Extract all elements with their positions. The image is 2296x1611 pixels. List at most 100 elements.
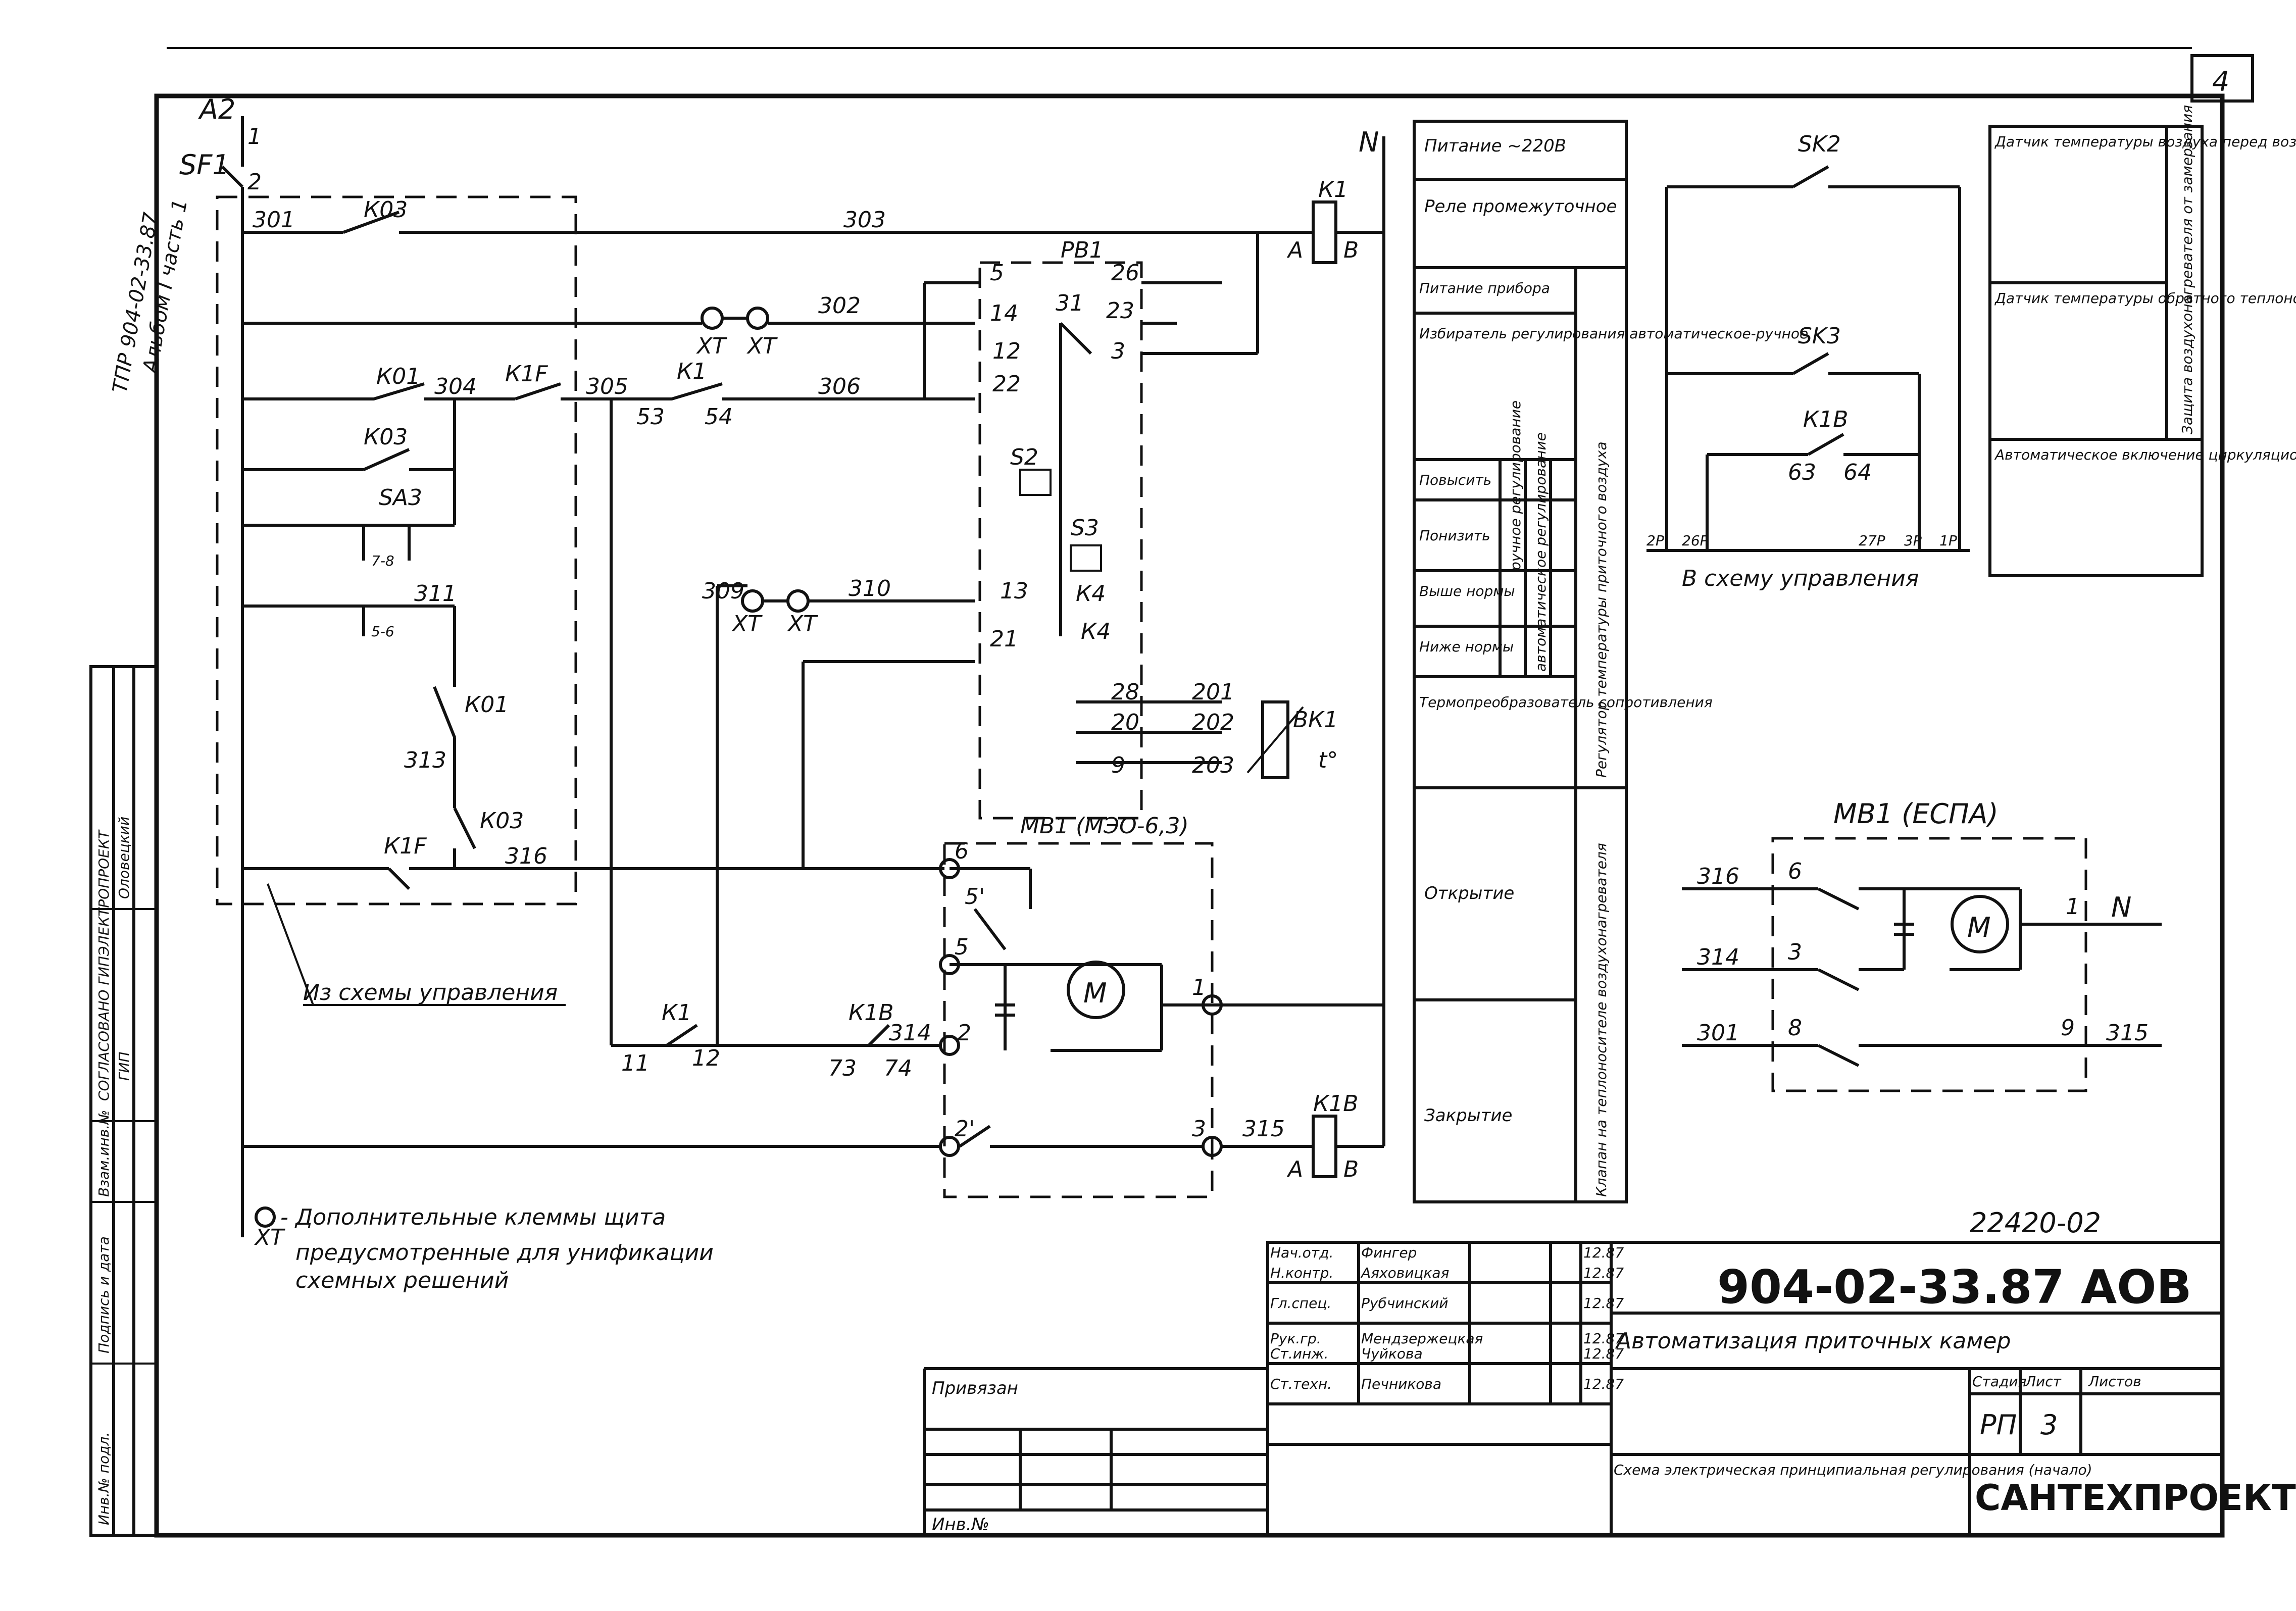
inv-no: Инв.№ — [932, 1515, 989, 1535]
espa-actuator: МВ1 (ЕСПА) 316 6 314 3 М 1 N 301 8 9 315 — [1682, 798, 2162, 1092]
row-raise: Повысить — [1419, 472, 1491, 488]
row-power: Питание ~220В — [1424, 136, 1566, 156]
label-sk3: SK3 — [1798, 323, 1841, 349]
espa-wire-314: 314 — [1697, 944, 1739, 970]
sheet-header: Лист — [2025, 1373, 2062, 1390]
staff-name-3: Мендзержецкая — [1361, 1330, 1483, 1347]
label-k1-b: К1 — [662, 1000, 691, 1026]
legend: ХТ - Дополнительные клеммы щита предусмо… — [254, 1204, 714, 1293]
espa-term-9: 9 — [2061, 1015, 2075, 1041]
label-k03-b: К03 — [364, 424, 408, 450]
label-sk2: SK2 — [1798, 131, 1841, 157]
staff-date-4: 12.87 — [1583, 1345, 1624, 1362]
term-26p: 26Р — [1682, 532, 1709, 549]
label-m: М — [1083, 977, 1107, 1009]
term-mb1-1: 1 — [1192, 975, 1206, 1000]
to-control-scheme: В схему управления — [1682, 566, 1919, 591]
term-64: 64 — [1843, 460, 1872, 485]
label-xt: ХТ — [731, 611, 763, 637]
staff-name-0: Фингер — [1361, 1244, 1417, 1261]
legend-line2: предусмотренные для унификации — [295, 1240, 714, 1266]
frost-protection-scheme: SK2 SK3 К1В 63 64 2Р 26Р 27Р 3Р 1Р В схе… — [1646, 105, 2296, 591]
coil-k1b — [1312, 1115, 1337, 1178]
espa-wire-316: 316 — [1697, 864, 1739, 889]
sub-manual: ручное регулирование — [1507, 400, 1524, 571]
xt-terminal — [701, 307, 724, 330]
doc-code: 904-02-33.87 — [1717, 1260, 2064, 1314]
label-k01-b: К01 — [465, 692, 509, 718]
wire-311: 311 — [414, 581, 457, 607]
term-63: 63 — [1788, 460, 1816, 485]
legend-line3: схемных решений — [295, 1268, 509, 1293]
staff-date-3: 12.87 — [1583, 1330, 1624, 1347]
term-mb1-6: 6 — [955, 838, 969, 864]
drawing-title: Схема электрическая принципиальная регул… — [1614, 1462, 2092, 1478]
term-20: 20 — [1111, 710, 1139, 735]
control-box — [216, 195, 577, 905]
wire-309: 309 — [702, 578, 744, 604]
wire-313: 313 — [404, 747, 446, 773]
descr-air-sensor: Датчик температуры воздуха перед воздухо… — [1994, 133, 2296, 150]
row-thermo: Термопреобразователь сопротивления — [1419, 694, 1713, 711]
coil-k1b-b: В — [1343, 1156, 1359, 1182]
staff-date-5: 12.87 — [1583, 1376, 1624, 1392]
wire-315: 315 — [1242, 1116, 1285, 1142]
coil-k1-b: В — [1343, 237, 1359, 263]
term-21: 21 — [990, 626, 1018, 652]
term-74: 74 — [884, 1055, 912, 1081]
coil-k1-a: А — [1286, 237, 1303, 263]
wire-310: 310 — [848, 576, 891, 601]
term-31: 31 — [1056, 290, 1084, 316]
row-below: Ниже нормы — [1419, 638, 1514, 655]
title-block: 22420-02 Привязан Инв.№ Нач.отд. Финге — [923, 1207, 2296, 1537]
term-54: 54 — [705, 404, 733, 430]
margin-col-sign: Подпись и дата — [95, 1236, 112, 1353]
row-open: Открытие — [1424, 883, 1514, 903]
staff-role-4: Ст.инж. — [1270, 1345, 1328, 1362]
xt-terminal — [786, 589, 810, 613]
term-mb1-5: 5 — [955, 934, 969, 960]
switch-s3 — [1070, 544, 1102, 572]
staff-date-0: 12.87 — [1583, 1244, 1624, 1261]
stage-value: РП — [1980, 1409, 2017, 1441]
wire-302: 302 — [818, 293, 861, 319]
term-mb1-2: 2 — [957, 1020, 971, 1046]
label-k1b-r: К1В — [1803, 407, 1848, 432]
privyazan: Привязан — [932, 1378, 1018, 1398]
term-2p: 2Р — [1646, 532, 1664, 549]
row-close: Закрытие — [1424, 1105, 1512, 1126]
label-k1-coil: К1 — [1318, 177, 1348, 203]
sheet-number: 4 — [2212, 66, 2229, 97]
term-27p: 27Р — [1859, 532, 1885, 549]
descr-return-sensor: Датчик температуры обратного теплоносите… — [1994, 290, 2296, 307]
staff-role-5: Ст.техн. — [1270, 1376, 1332, 1392]
wire-202: 202 — [1192, 710, 1234, 735]
label-k01-a: К01 — [376, 364, 420, 389]
margin-gip-name: Оловецкий — [116, 817, 132, 899]
wire-304: 304 — [434, 374, 477, 399]
staff-role-3: Рук.гр. — [1270, 1330, 1321, 1347]
xt-terminal — [741, 589, 764, 613]
term-14: 14 — [990, 300, 1018, 326]
label-k1b-a: К1В — [848, 1000, 893, 1026]
project-title: Автоматизация приточных камер — [1615, 1328, 2011, 1354]
wire-306: 306 — [818, 374, 861, 399]
term-23: 23 — [1106, 298, 1134, 324]
label-s3: S3 — [1071, 515, 1099, 541]
label-mb1: МВ1 (МЭО-6,3) — [1020, 813, 1189, 839]
wire-314: 314 — [889, 1020, 931, 1046]
main-schematic: А2 1 SF1 2 301 К03 303 К1 А В N ХТ ХТ 30… — [179, 93, 1385, 1237]
label-k4-b: К4 — [1081, 619, 1111, 644]
term-2: 2 — [247, 169, 262, 195]
espa-term-3: 3 — [1788, 939, 1802, 965]
inventory-number: 22420-02 — [1970, 1207, 2101, 1239]
row-relay: Реле промежуточное — [1424, 196, 1617, 217]
espa-n: N — [2111, 891, 2131, 923]
espa-wire-301: 301 — [1697, 1020, 1739, 1046]
label-bk1: ВК1 — [1293, 707, 1338, 733]
sheet-value: 3 — [2040, 1409, 2058, 1441]
mb1-box — [943, 842, 1214, 1198]
label-k03-a: К03 — [364, 197, 408, 223]
label-pb1: РВ1 — [1061, 237, 1104, 263]
